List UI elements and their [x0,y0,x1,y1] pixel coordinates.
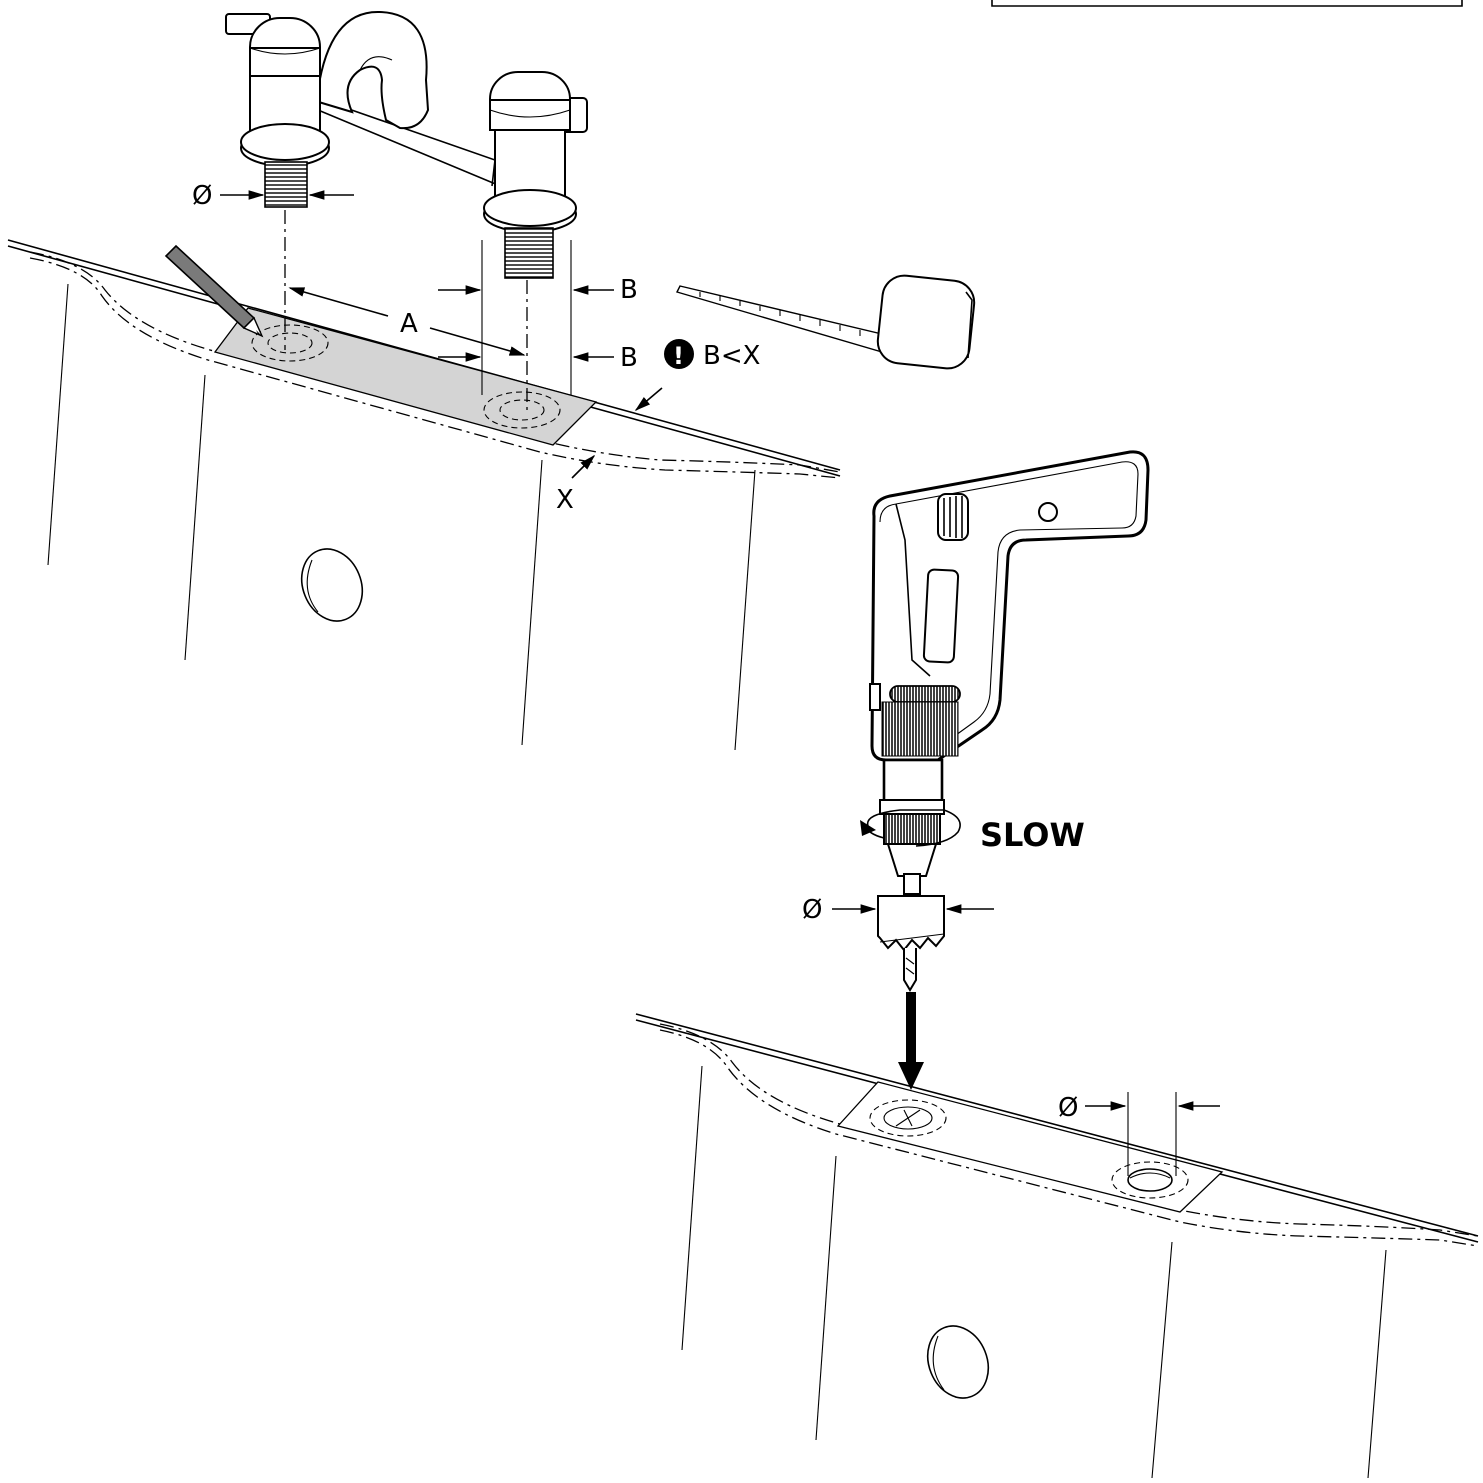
dimension-b-bottom-label: B [620,343,638,373]
warning-note: ! B<X [634,339,760,412]
tape-measure-icon [675,274,976,370]
dimension-x-label: X [556,485,574,515]
drill-direction-arrow [898,992,924,1090]
saw-diameter-dimension: Ø [802,895,994,925]
tap-diameter-dimension: Ø [192,181,354,211]
left-valve [225,13,330,208]
rotation-arrow-icon [860,809,961,847]
bottom-sink [635,1013,1479,1479]
diameter-label-hole: Ø [1058,1093,1078,1123]
warning-icon [664,339,694,369]
dimension-a-label: A [400,309,418,339]
masking-tape-area [213,307,598,446]
tap-assembly-icon [225,10,588,279]
diameter-label-saw: Ø [802,895,822,925]
right-valve [483,71,588,279]
hole-diameter-dimension: Ø [1058,1092,1220,1176]
pencil-icon [164,244,264,338]
dimension-x: X [556,454,596,515]
overflow-hole-top [300,548,364,622]
speed-label: SLOW [980,816,1085,854]
warning-mark: ! [673,342,684,370]
dimension-b: B B [438,240,638,395]
frame-corner [991,0,1463,7]
dimension-a: A [288,287,526,356]
spout [310,10,430,130]
diameter-label-tap: Ø [192,181,212,211]
hole-saw-icon [877,895,945,992]
dimension-b-top-label: B [620,275,638,305]
top-sink [7,239,841,751]
condition-label: B<X [703,341,760,371]
drill-icon [869,450,1150,895]
overflow-hole-bottom [926,1325,990,1399]
bottom-tape-area [836,1081,1224,1213]
